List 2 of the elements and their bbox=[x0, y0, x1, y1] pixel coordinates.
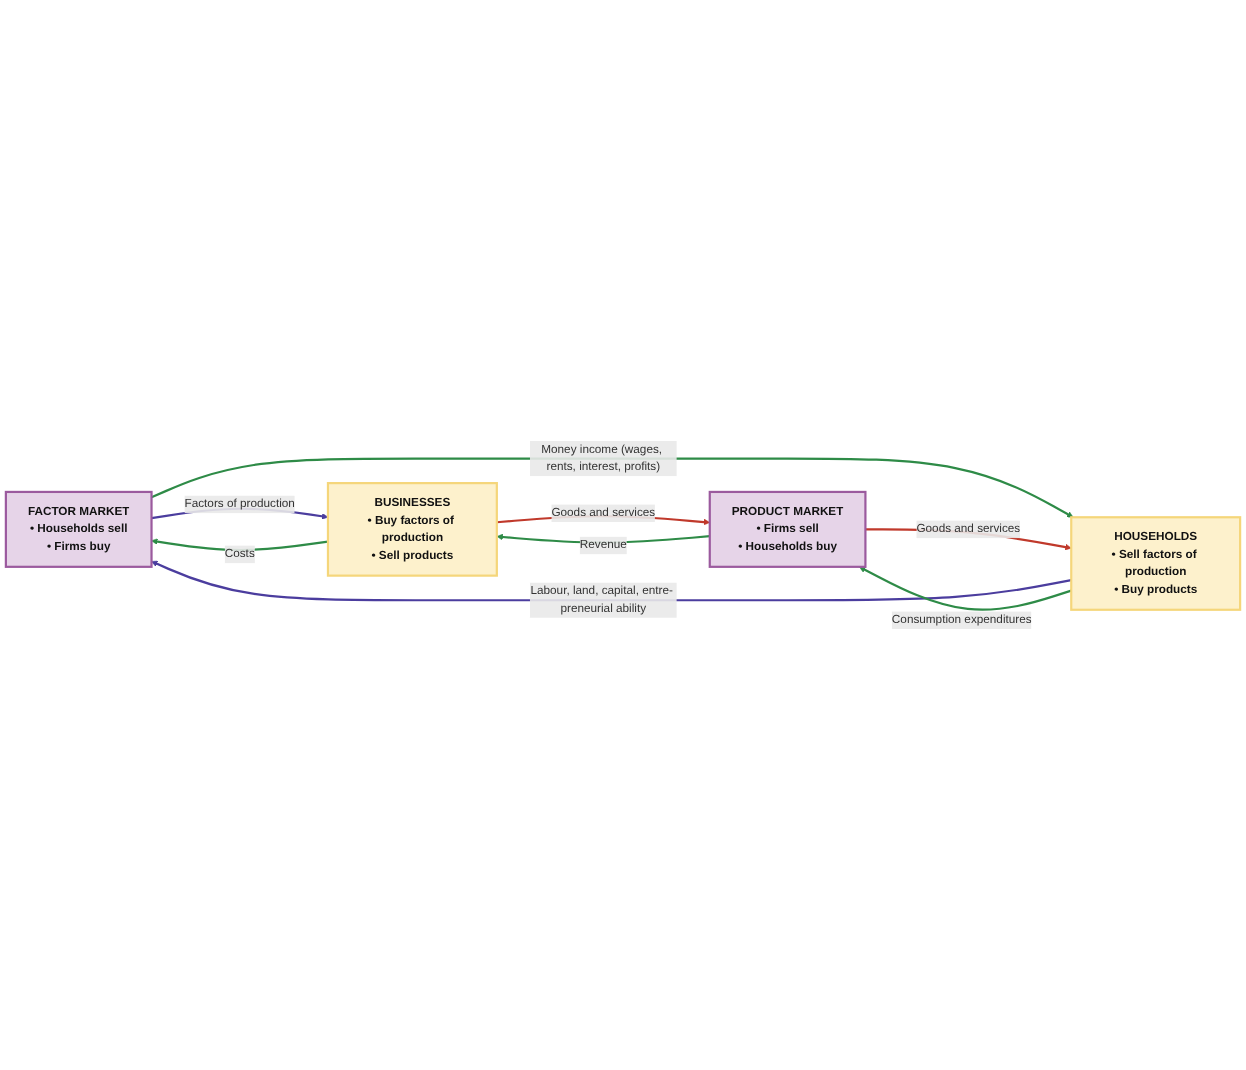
arrow bbox=[151, 538, 329, 552]
arrow bbox=[859, 566, 1072, 611]
